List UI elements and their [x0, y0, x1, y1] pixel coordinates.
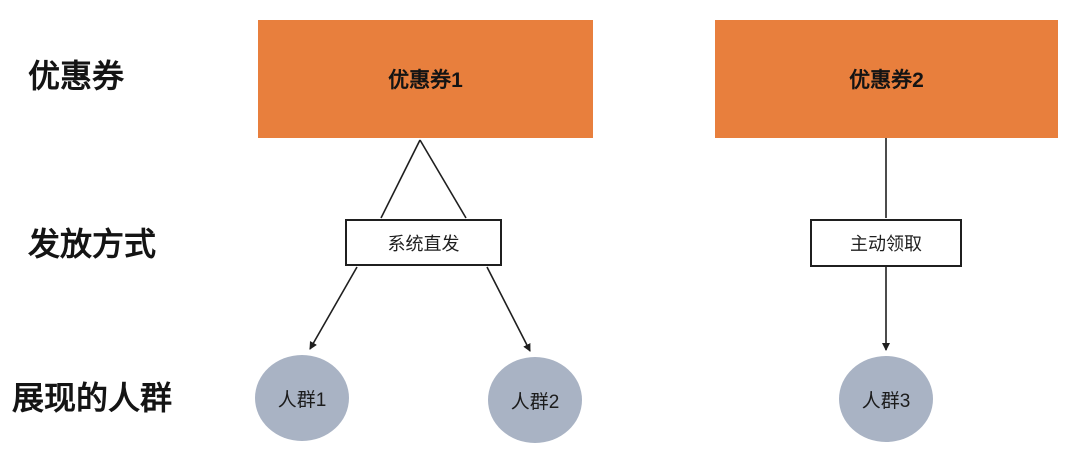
- row-label-displayed-audience: 展现的人群: [12, 380, 173, 416]
- edge-method1-to-audience2: [486, 266, 531, 352]
- row-label-distribution-method: 发放方式: [28, 226, 157, 262]
- row-label-coupon: 优惠券: [28, 58, 125, 94]
- edge-coupon1-to-method1-right: [419, 139, 467, 219]
- audience1-circle: 人群1: [255, 355, 349, 441]
- audience2-circle: 人群2: [488, 357, 582, 443]
- edge-coupon1-to-method1-left: [380, 139, 421, 219]
- method1-system-direct-box: 系统直发: [345, 219, 502, 266]
- coupon1-box: 优惠券1: [258, 20, 593, 138]
- method2-active-claim-box: 主动领取: [810, 219, 962, 267]
- edge-method1-to-audience1: [309, 266, 358, 350]
- coupon2-box: 优惠券2: [715, 20, 1058, 138]
- audience3-circle: 人群3: [839, 356, 933, 442]
